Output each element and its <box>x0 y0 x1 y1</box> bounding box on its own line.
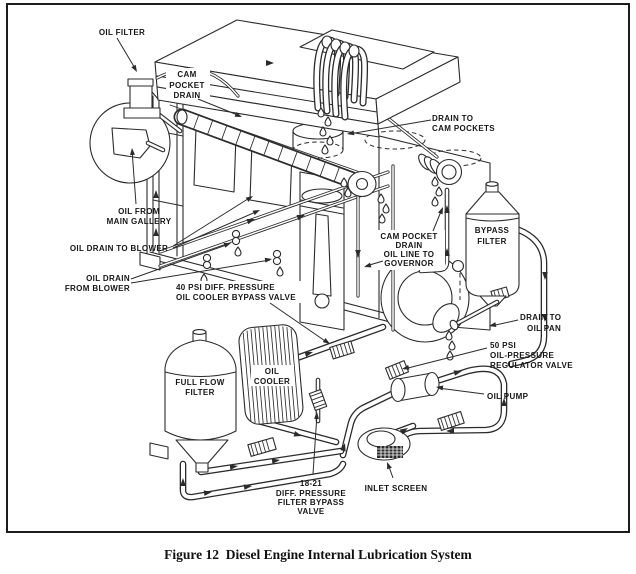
label-oil-cooler-bypass-valve: 40 PSI DIFF. PRESSURE OIL COOLER BYPASS … <box>176 283 296 302</box>
svg-text:OIL DRAIN: OIL DRAIN <box>86 274 130 283</box>
svg-text:OIL COOLER BYPASS VALVE: OIL COOLER BYPASS VALVE <box>176 293 296 302</box>
svg-text:OIL LINE TO: OIL LINE TO <box>384 250 435 259</box>
threaded-pipe-section <box>247 437 277 457</box>
leader-lines <box>116 37 519 479</box>
filter-bypass-valve <box>308 388 328 412</box>
svg-text:CAM POCKET: CAM POCKET <box>380 232 437 241</box>
svg-text:OIL: OIL <box>265 367 279 376</box>
label-oil-cooler: OIL COOLER <box>254 367 290 386</box>
label-cam-pocket-drain: CAM POCKET DRAIN <box>169 70 204 100</box>
screen-mesh <box>377 446 403 458</box>
svg-text:DRAIN TO: DRAIN TO <box>432 114 473 123</box>
svg-text:FROM BLOWER: FROM BLOWER <box>65 284 130 293</box>
full-flow-filter <box>149 329 237 473</box>
inlet-screen <box>357 427 411 461</box>
label-oil-drain-from-blower: OIL DRAIN FROM BLOWER <box>65 274 130 293</box>
svg-text:DRAIN: DRAIN <box>173 91 200 100</box>
crankcase <box>380 253 470 343</box>
right-pipes <box>421 190 544 364</box>
svg-text:DIFF. PRESSURE: DIFF. PRESSURE <box>276 489 347 498</box>
svg-text:OIL PAN: OIL PAN <box>527 324 561 333</box>
svg-text:FILTER: FILTER <box>185 388 215 397</box>
figure-caption: Figure 12 Diesel Engine Internal Lubrica… <box>164 547 472 562</box>
oil-pressure-regulator-valve <box>384 360 410 380</box>
bypass-filter <box>449 181 520 331</box>
label-filter-bypass-valve: 18-21 DIFF. PRESSURE FILTER BYPASS VALVE <box>276 479 347 516</box>
svg-text:BYPASS: BYPASS <box>475 226 510 235</box>
svg-text:OIL FROM: OIL FROM <box>118 207 160 216</box>
label-oil-filter: OIL FILTER <box>99 28 145 37</box>
oil-cooler-bypass-valve <box>329 340 355 360</box>
svg-text:COOLER: COOLER <box>254 377 290 386</box>
oil-pump <box>390 371 440 403</box>
svg-text:40 PSI DIFF. PRESSURE: 40 PSI DIFF. PRESSURE <box>176 283 275 292</box>
label-inlet-screen: INLET SCREEN <box>365 484 428 493</box>
camshaft <box>169 104 377 198</box>
svg-text:DRAIN: DRAIN <box>395 241 422 250</box>
svg-text:FILTER: FILTER <box>477 237 507 246</box>
label-cam-pocket-drain-oil-line-to-governor: CAM POCKET DRAIN OIL LINE TO GOVERNOR <box>380 232 437 268</box>
figure-border <box>6 3 630 533</box>
bottom-pipes <box>183 327 504 497</box>
svg-text:CAM POCKETS: CAM POCKETS <box>432 124 495 133</box>
svg-text:POCKET: POCKET <box>169 81 204 90</box>
label-oil-from-main-gallery: OIL FROM MAIN GALLERY <box>107 207 172 226</box>
oil-drops <box>200 107 456 361</box>
svg-text:GOVERNOR: GOVERNOR <box>384 259 433 268</box>
svg-text:FULL FLOW: FULL FLOW <box>175 378 224 387</box>
label-oil-pressure-regulator-valve: 50 PSI OIL-PRESSURE REGULATOR VALVE <box>490 341 573 370</box>
injector-loops <box>313 35 369 121</box>
label-oil-pump: OIL PUMP <box>487 392 529 401</box>
threaded-pipe-section <box>437 411 465 431</box>
labels: OIL FILTER CAM POCKET DRAIN DRAIN TO CAM… <box>65 28 573 516</box>
svg-text:OIL-PRESSURE: OIL-PRESSURE <box>490 351 555 360</box>
svg-text:MAIN GALLERY: MAIN GALLERY <box>107 217 172 226</box>
label-drain-to-cam-pockets: DRAIN TO CAM POCKETS <box>432 114 495 133</box>
governor-drive-fitting <box>418 153 463 186</box>
label-oil-drain-to-blower: OIL DRAIN TO BLOWER <box>70 244 168 253</box>
label-drain-to-oil-pan: DRAIN TO OIL PAN <box>520 313 561 333</box>
drain-fittings <box>202 229 282 270</box>
svg-text:CAM: CAM <box>177 70 196 79</box>
label-full-flow-filter: FULL FLOW FILTER <box>175 378 224 397</box>
engine-block <box>139 85 491 343</box>
svg-text:REGULATOR VALVE: REGULATOR VALVE <box>490 361 573 370</box>
flow-arrow <box>266 60 274 66</box>
svg-text:DRAIN TO: DRAIN TO <box>520 313 561 322</box>
label-bypass-filter: BYPASS FILTER <box>475 226 510 246</box>
svg-text:18-21: 18-21 <box>300 479 322 488</box>
svg-text:VALVE: VALVE <box>297 507 325 516</box>
oil-filter <box>89 67 240 184</box>
svg-text:FILTER BYPASS: FILTER BYPASS <box>278 498 345 507</box>
svg-text:50 PSI: 50 PSI <box>490 341 516 350</box>
